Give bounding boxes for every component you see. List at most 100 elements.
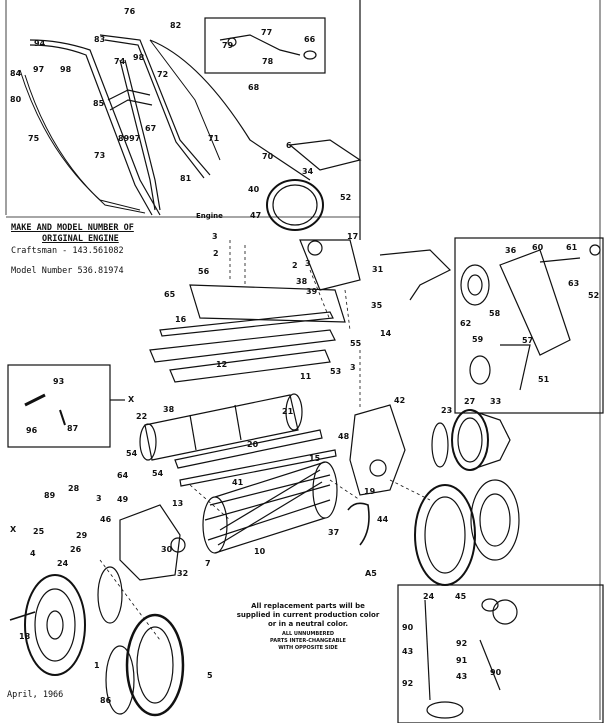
part-label: 78 xyxy=(262,57,274,66)
part-label: 74 xyxy=(114,57,126,66)
part-label: 67 xyxy=(145,124,157,133)
idler-bracket xyxy=(379,249,452,301)
left-wheel-hub xyxy=(46,610,64,640)
roller-22 xyxy=(144,394,299,461)
left-wheel xyxy=(24,574,86,676)
drive-belt xyxy=(266,179,324,231)
replacement-note-6: WITH OPPOSITE SIDE xyxy=(278,645,338,651)
part-label: 2 xyxy=(213,249,219,258)
part-label: 47 xyxy=(250,211,262,220)
part-label: 76 xyxy=(124,7,136,16)
part-label: 54 xyxy=(152,469,164,478)
part-label: 75 xyxy=(28,134,40,143)
part-label: 31 xyxy=(372,265,384,274)
model-number: Model Number 536.81974 xyxy=(11,266,124,276)
left-wheel-rim xyxy=(34,588,76,662)
inset-pulley-62 xyxy=(460,264,490,306)
inset-nut-45 xyxy=(481,598,499,612)
part-label: 28 xyxy=(68,484,80,493)
part-label: 25 xyxy=(33,527,45,536)
snap-ring-44 xyxy=(347,502,370,546)
part-label: 16 xyxy=(175,315,187,324)
part-label: 15 xyxy=(309,454,321,463)
replacement-note-5: PARTS INTER-CHANGEABLE xyxy=(270,638,346,644)
part-label: 79 xyxy=(222,41,234,50)
part-label: 3 xyxy=(305,259,311,268)
part-label: 20 xyxy=(247,440,259,449)
replacement-note-3: or in a neutral color. xyxy=(267,620,349,628)
linkage-knob xyxy=(303,50,317,60)
inset-box-left xyxy=(7,364,111,448)
right-wheel-rim xyxy=(424,496,466,574)
part-label: 84 xyxy=(10,69,22,78)
bar-12 xyxy=(149,329,336,363)
leader-lines xyxy=(99,240,511,641)
make-model-subtitle: ORIGINAL ENGINE xyxy=(42,234,119,244)
inset-pulley-62-hub xyxy=(467,274,483,296)
reel-10 xyxy=(202,461,338,554)
part-label: 70 xyxy=(262,152,274,161)
part-label: 72 xyxy=(157,70,169,79)
inset-box-bottom xyxy=(397,584,604,723)
part-label: 37 xyxy=(328,528,340,537)
part-label: 82 xyxy=(170,21,182,30)
bar-11 xyxy=(169,349,331,383)
part-label: 49 xyxy=(117,495,129,504)
part-label: 14 xyxy=(380,329,392,338)
left-pinion xyxy=(97,566,123,624)
part-label: 87 xyxy=(67,424,79,433)
left-bearing-30 xyxy=(170,537,186,553)
part-label: 30 xyxy=(161,545,173,554)
inset-arm-58 xyxy=(499,249,571,356)
pulley-bracket xyxy=(299,239,361,291)
part-label: 26 xyxy=(70,545,82,554)
part-label: 93 xyxy=(53,377,65,386)
gear-23 xyxy=(431,422,449,468)
part-label: 24 xyxy=(423,592,435,601)
right-wheel-hubcap-inner xyxy=(479,493,511,547)
part-label: 91 xyxy=(456,656,468,665)
part-label: 51 xyxy=(538,375,550,384)
part-label: 52 xyxy=(588,291,600,300)
part-label: 58 xyxy=(489,309,501,318)
part-label: 94 xyxy=(34,39,46,48)
part-label: 71 xyxy=(208,134,220,143)
make-model-title: MAKE AND MODEL NUMBER OF xyxy=(11,223,134,233)
part-label: 36 xyxy=(505,246,517,255)
tire-ring-1 xyxy=(105,645,135,715)
left-tire-5 xyxy=(125,613,185,717)
inset-pointer-x: X xyxy=(128,395,135,404)
part-label: 89 xyxy=(44,491,56,500)
inset-nut-61 xyxy=(589,244,601,256)
left-tire-5-inner xyxy=(136,626,174,704)
part-label: 90 xyxy=(490,668,502,677)
part-label: 61 xyxy=(566,243,578,252)
part-label: 12 xyxy=(216,360,228,369)
side-plate-bearing xyxy=(369,459,387,477)
inset-pulley-27 xyxy=(469,355,491,385)
part-label: 59 xyxy=(472,335,484,344)
deck-plate xyxy=(189,284,346,323)
date-label: April, 1966 xyxy=(7,690,64,700)
inset-bolt-93 xyxy=(24,393,46,407)
part-label: 11 xyxy=(300,372,312,381)
pulley-17 xyxy=(307,240,323,256)
linkage-pivot xyxy=(227,37,237,47)
part-label: 83 xyxy=(94,35,106,44)
bar-16 xyxy=(159,311,334,337)
part-label: 6 xyxy=(286,141,292,150)
roller-22-end xyxy=(139,423,157,461)
part-label: 44 xyxy=(377,515,389,524)
part-label: 35 xyxy=(371,301,383,310)
part-label: 81 xyxy=(180,174,192,183)
part-label: 38 xyxy=(163,405,175,414)
part-label: 98 xyxy=(133,53,145,62)
part-label: 33 xyxy=(490,397,502,406)
part-label: 52 xyxy=(340,193,352,202)
part-label: 22 xyxy=(136,412,148,421)
part-label: 4 xyxy=(30,549,36,558)
part-label: 7 xyxy=(205,559,211,568)
belt-guard xyxy=(288,139,362,171)
